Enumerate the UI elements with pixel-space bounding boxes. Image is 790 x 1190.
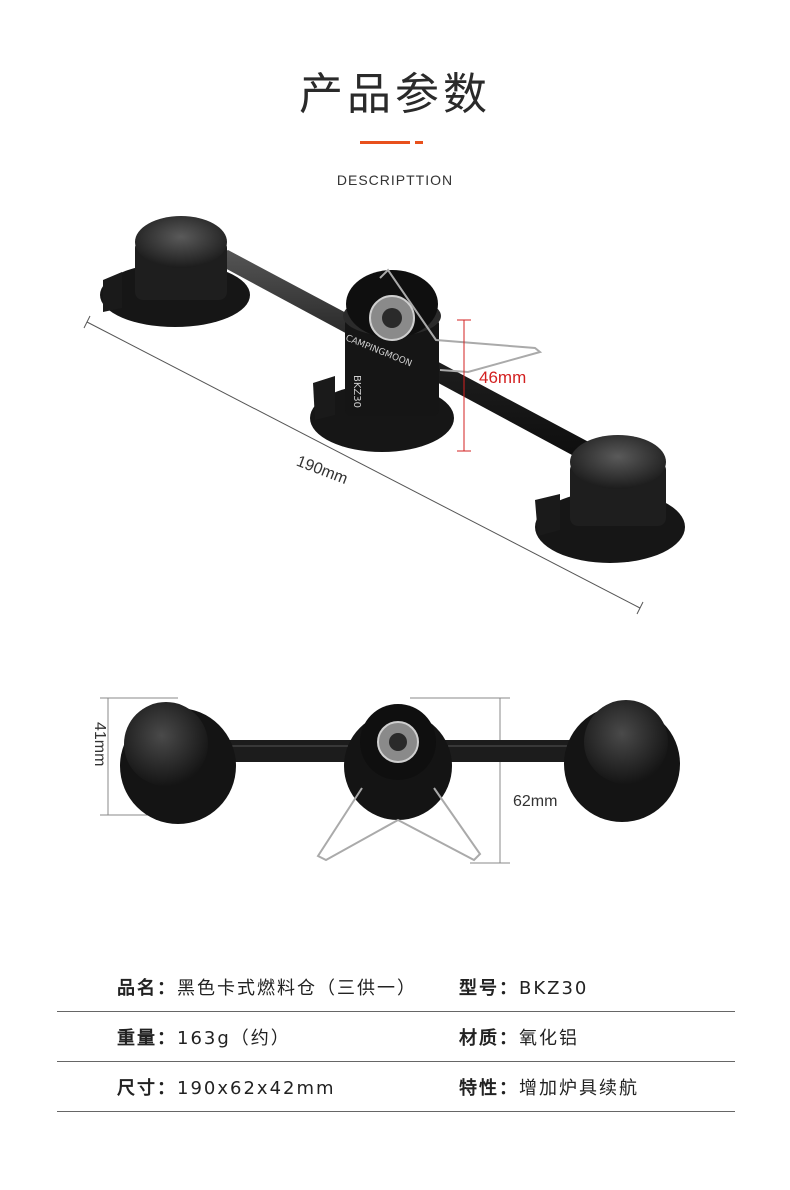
spec-row: 品名：黑色卡式燃料仓（三供一） 型号：BKZ30	[57, 962, 735, 1012]
spec-row: 重量：163g（约） 材质：氧化铝	[57, 1012, 735, 1062]
width-label: 62mm	[513, 793, 558, 810]
spec-value: 190x62x42mm	[177, 1078, 336, 1099]
depth-label: 41mm	[91, 722, 108, 767]
title-accent-dot	[415, 141, 423, 144]
spec-label: 尺寸：	[117, 1078, 177, 1099]
spec-label: 重量：	[117, 1028, 177, 1049]
product-photo-angled: CAMPINGMOON BKZ30	[83, 216, 685, 615]
spec-material: 材质：氧化铝	[459, 1024, 579, 1050]
spec-value: 163g（约）	[177, 1028, 291, 1049]
model-print: BKZ30	[351, 375, 362, 408]
spec-label: 材质：	[459, 1028, 519, 1049]
product-photo-top	[100, 697, 680, 864]
spec-size: 尺寸：190x62x42mm	[117, 1074, 336, 1100]
page-subtitle: DESCRIPTTION	[336, 172, 454, 188]
height-label: 46mm	[479, 368, 527, 387]
spec-value: 氧化铝	[519, 1028, 579, 1049]
spec-feature: 特性：增加炉具续航	[459, 1074, 639, 1100]
wire-stand-top	[316, 787, 482, 862]
spec-label: 型号：	[459, 978, 519, 999]
spec-value: BKZ30	[519, 978, 589, 999]
spec-name: 品名：黑色卡式燃料仓（三供一）	[117, 974, 417, 1000]
length-dimension-line	[86, 321, 641, 609]
wire-stand	[379, 268, 543, 374]
spec-value: 黑色卡式燃料仓（三供一）	[177, 978, 417, 999]
spec-label: 特性：	[459, 1078, 519, 1099]
spec-model: 型号：BKZ30	[459, 974, 588, 1000]
spec-label: 品名：	[117, 978, 177, 999]
spec-weight: 重量：163g（约）	[117, 1024, 291, 1050]
spec-table: 品名：黑色卡式燃料仓（三供一） 型号：BKZ30 重量：163g（约） 材质：氧…	[57, 962, 735, 1112]
title-accent-line	[360, 141, 410, 144]
spec-value: 增加炉具续航	[519, 1078, 639, 1099]
page-title: 产品参数	[299, 69, 491, 120]
spec-row: 尺寸：190x62x42mm 特性：增加炉具续航	[57, 1062, 735, 1112]
